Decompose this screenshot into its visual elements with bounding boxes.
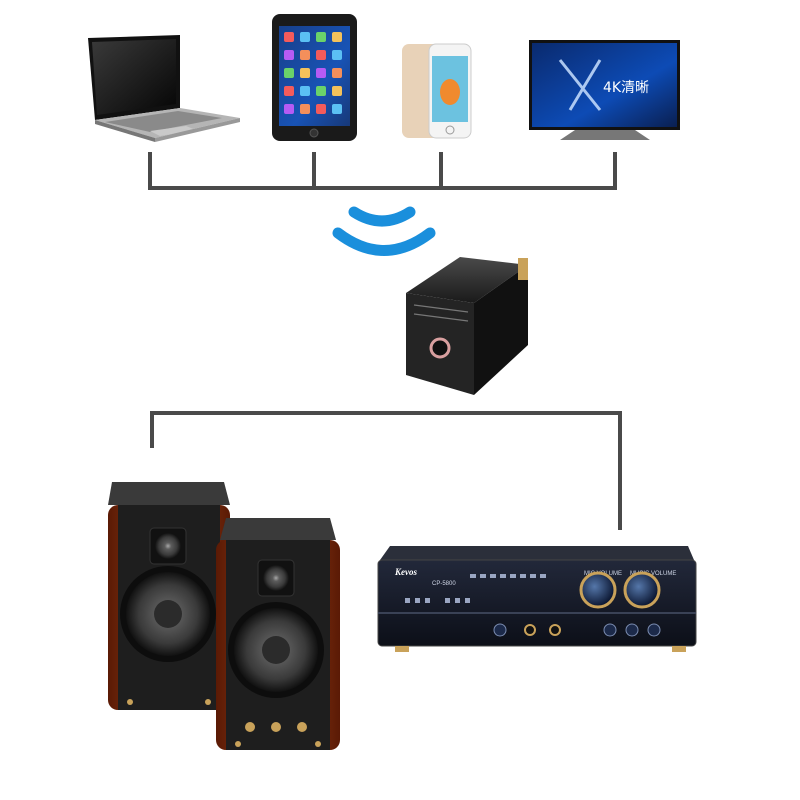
wifi-signal-icon	[332, 206, 436, 256]
tablet-app-icon	[316, 104, 326, 114]
smartphone-icon	[402, 43, 472, 139]
bookshelf-speaker-icon	[108, 482, 340, 750]
tablet-app-icon	[332, 104, 342, 114]
tablet-app-icon	[332, 32, 342, 42]
music-volume-label: MUSIC VOLUME	[630, 571, 676, 577]
laptop-icon	[88, 35, 240, 142]
small-knobs	[493, 623, 661, 637]
tablet-app-icon	[332, 86, 342, 96]
bottom-connector-line	[150, 411, 622, 530]
tablet-app-icon	[332, 50, 342, 60]
tablet-app-icon	[316, 86, 326, 96]
tablet-app-icon	[316, 68, 326, 78]
tablet-app-icon	[284, 68, 294, 78]
tablet-app-icon	[300, 86, 310, 96]
tablet-app-icon	[300, 104, 310, 114]
right-speaker	[216, 518, 340, 750]
tablet-app-icon	[300, 32, 310, 42]
tablet-app-icon	[316, 50, 326, 60]
tablet-app-icon	[284, 104, 294, 114]
tv-screen-text: 4K清晰	[603, 80, 649, 96]
tablet-app-icon	[316, 32, 326, 42]
tablet-app-icon	[284, 32, 294, 42]
top-connector-lines	[148, 152, 617, 190]
tablet-app-icon	[284, 86, 294, 96]
tablet-app-icon	[332, 68, 342, 78]
amplifier-buttons	[405, 574, 546, 603]
left-speaker	[108, 482, 230, 710]
bluetooth-receiver-icon	[406, 257, 528, 395]
tablet-icon	[272, 14, 357, 141]
amplifier-brand: Kevos	[394, 567, 417, 577]
tv-icon: 4K清晰	[529, 40, 680, 140]
tablet-app-icon	[284, 50, 294, 60]
tablet-app-icon	[300, 50, 310, 60]
tablet-app-icon	[300, 68, 310, 78]
amplifier-icon: Kevos CP-5800 MIC VOLUME MUSIC VOLUME	[377, 546, 697, 652]
amplifier-model: CP-5800	[432, 581, 456, 587]
mic-jacks	[524, 624, 561, 636]
volume-knobs	[579, 571, 661, 609]
